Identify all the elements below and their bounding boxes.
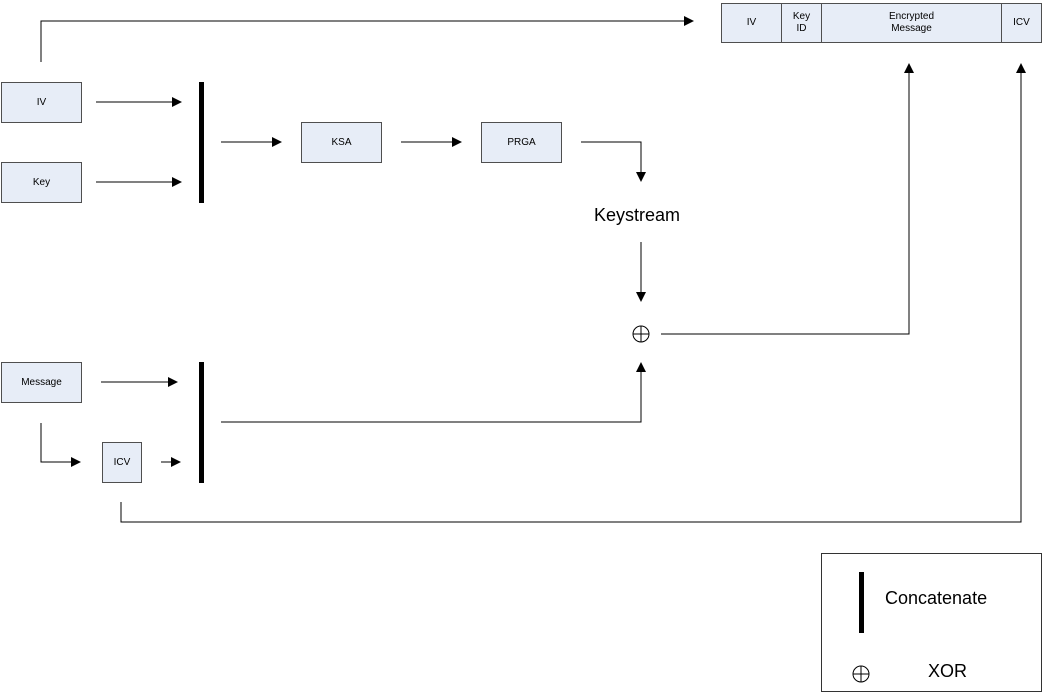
legend-concatenate-bar-icon (859, 572, 864, 633)
legend-concatenate-label: Concatenate (885, 588, 988, 608)
message-to-icv-arrow (40, 423, 81, 467)
key-input-box: Key (1, 162, 82, 203)
keystream-label: Keystream (594, 205, 681, 225)
packet-icv-label: ICV (1013, 17, 1030, 28)
ksa-label: KSA (331, 136, 352, 148)
concat-to-xor-arrow (221, 362, 646, 423)
ksa-box: KSA (301, 122, 382, 163)
icv-box: ICV (102, 442, 142, 483)
packet-encrypted-message-label: Encrypted Message (888, 11, 935, 34)
xor-icon (632, 325, 650, 343)
packet-key-id-field: Key ID (782, 4, 822, 42)
legend: Concatenate XOR (821, 553, 1042, 692)
xor-to-encrypted-arrow (661, 63, 914, 335)
icv-to-packet-arrow (120, 63, 1026, 523)
packet-iv-field: IV (722, 4, 782, 42)
message-input-label: Message (21, 376, 62, 388)
iv-to-packet-arrow (40, 16, 694, 62)
message-input-box: Message (1, 362, 82, 403)
legend-xor-label: XOR (928, 661, 968, 681)
iv-input-box: IV (1, 82, 82, 123)
packet-iv-label: IV (746, 17, 757, 28)
output-packet: IV Key ID Encrypted Message ICV (721, 3, 1042, 43)
prga-to-keystream-arrow (581, 141, 646, 182)
prga-label: PRGA (507, 136, 536, 148)
packet-key-id-label: Key ID (792, 11, 811, 34)
prga-box: PRGA (481, 122, 562, 163)
concatenate-bar-1 (199, 82, 204, 203)
icv-box-label: ICV (113, 456, 131, 468)
legend-xor-icon (852, 665, 870, 683)
key-input-label: Key (32, 176, 51, 188)
packet-icv-field: ICV (1002, 4, 1041, 42)
concatenate-bar-2 (199, 362, 204, 483)
iv-input-label: IV (36, 96, 47, 108)
packet-encrypted-message-field: Encrypted Message (822, 4, 1002, 42)
